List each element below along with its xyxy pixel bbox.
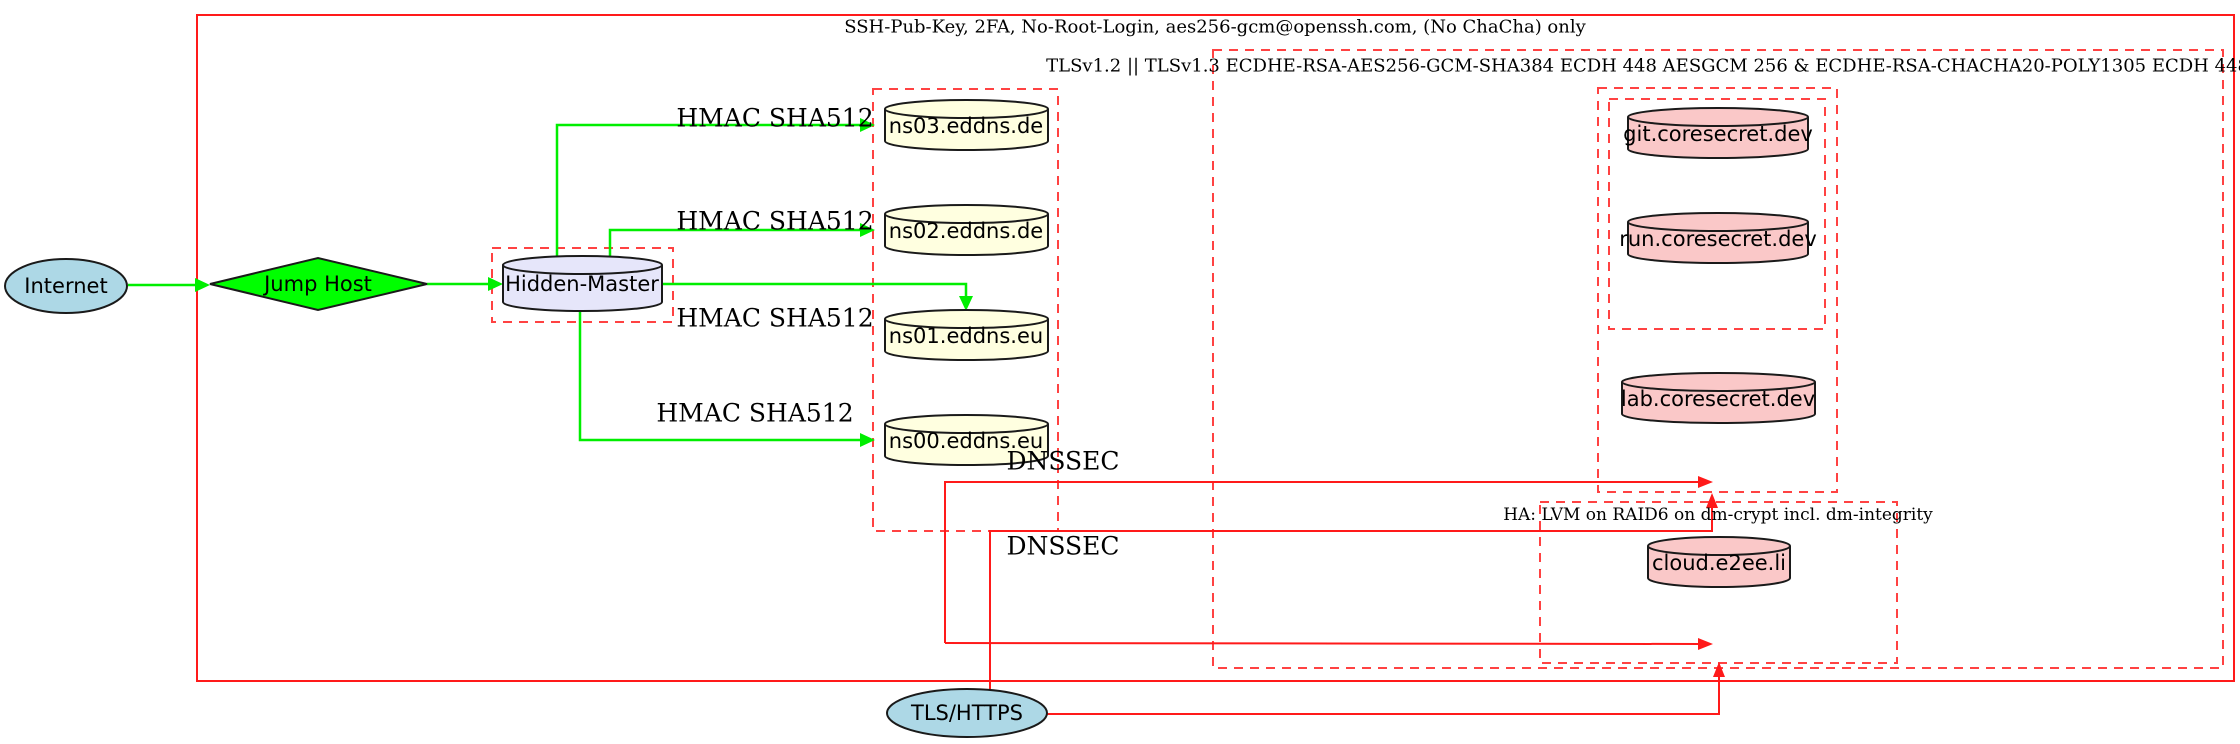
node-ns02 (884, 204, 1049, 256)
node-ns00-label: ns00.eddns.eu (888, 429, 1044, 453)
node-run-label: run.coresecret.dev (1619, 227, 1817, 251)
node-git-rim (1627, 116, 1809, 127)
edge-label-dnssec-1: DNSSEC (1006, 446, 1120, 476)
node-ns01 (884, 309, 1049, 361)
node-cloud-rim (1647, 545, 1791, 556)
node-lab (1621, 372, 1816, 424)
edge-dnssec-1-arrowhead (1698, 476, 1713, 488)
node-ns02-rim (884, 213, 1049, 224)
node-internet-label: Internet (24, 274, 108, 298)
edge-label-dnssec-2: DNSSEC (1006, 531, 1120, 561)
node-hidden-master-label: Hidden-Master (505, 272, 659, 296)
red-edges (944, 481, 1720, 715)
node-tls-https (886, 688, 1048, 738)
node-ns00-rim (884, 423, 1049, 434)
edge-tls-to-coresecret-line (989, 507, 1713, 690)
edge-label-hmac-ns02: HMAC SHA512 (676, 206, 874, 236)
node-ns00 (884, 414, 1049, 466)
node-ns03-label: ns03.eddns.de (888, 114, 1044, 138)
cluster-ha-box (1539, 501, 1898, 664)
node-git-label: git.coresecret.dev (1623, 122, 1813, 146)
node-hidden-master (502, 255, 663, 312)
edge-jump-hidden-arrowhead (488, 277, 503, 291)
cluster-tls-label: TLSv1.2 || TLSv1.3 ECDHE-RSA-AES256-GCM-… (1046, 55, 2240, 77)
cluster-ssh-label: SSH-Pub-Key, 2FA, No-Root-Login, aes256-… (844, 16, 1586, 38)
edge-hidden-ns02-arrowhead (860, 223, 875, 237)
edge-hidden-ns01-arrowhead (959, 296, 973, 311)
green-edges (128, 123, 968, 442)
cluster-coresecret-outer-box (1597, 87, 1838, 493)
edge-hidden-ns03-line (555, 123, 860, 260)
edge-label-hmac-ns00: HMAC SHA512 (656, 398, 854, 428)
cluster-ssh-box (196, 14, 2235, 682)
edge-dnssec-2-line (944, 642, 1700, 645)
cluster-coresecret-inner-box (1608, 98, 1826, 330)
red-arrowheads (1698, 476, 1725, 677)
edge-dnssec-2-arrowhead (1698, 638, 1713, 650)
edge-tls-to-coresecret-arrowhead (1706, 493, 1718, 508)
edge-label-hmac-ns03: HMAC SHA512 (676, 103, 874, 133)
edge-hidden-ns00-line (578, 308, 860, 442)
edge-tls-to-ha-arrowhead (1713, 662, 1725, 677)
green-arrowheads (195, 118, 973, 447)
edge-hidden-ns02-line (608, 228, 860, 260)
node-jump-host (209, 256, 428, 312)
edge-internet-jump-arrowhead (195, 278, 210, 292)
node-run-rim (1627, 221, 1809, 232)
edge-hidden-ns01-line (662, 282, 968, 297)
cluster-nameservers-box (872, 88, 1059, 532)
edge-label-hmac-ns01: HMAC SHA512 (676, 303, 874, 333)
node-cloud-label: cloud.e2ee.li (1651, 551, 1787, 575)
node-tls-https-label: TLS/HTTPS (910, 701, 1024, 725)
node-ns02-label: ns02.eddns.de (888, 219, 1044, 243)
node-lab-rim (1621, 381, 1816, 392)
node-ns03 (884, 99, 1049, 151)
cluster-ha-label: HA: LVM on RAID6 on dm-crypt incl. dm-in… (1503, 505, 1933, 525)
node-lab-label: lab.coresecret.dev (1620, 387, 1816, 411)
node-internet (4, 258, 128, 314)
edge-tls-to-ha-line (1046, 676, 1720, 715)
cylinder-nodes (502, 99, 1816, 588)
edge-hidden-ns00-arrowhead (860, 433, 875, 447)
edge-dnssec-1-line (944, 481, 1699, 643)
node-run (1627, 212, 1809, 264)
node-ns03-rim (884, 108, 1049, 119)
node-cloud (1647, 536, 1791, 588)
node-hidden-master-rim (502, 264, 663, 275)
node-git (1627, 107, 1809, 159)
node-ns01-rim (884, 318, 1049, 329)
edge-hidden-ns03-arrowhead (860, 118, 875, 132)
node-jump-host-label: Jump Host (264, 272, 372, 296)
node-ns01-label: ns01.eddns.eu (888, 324, 1044, 348)
